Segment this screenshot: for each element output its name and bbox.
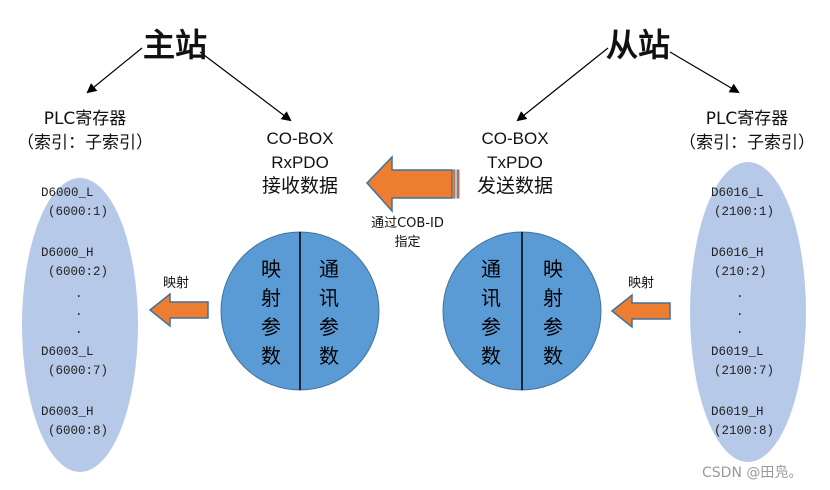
- right-mapping-label: 映射: [628, 276, 655, 291]
- slave-title: 从站: [606, 26, 671, 64]
- right-circle-left-column: 通 讯 参 数: [476, 255, 506, 371]
- right-reg-2: D6016_H: [711, 246, 764, 260]
- left-circle-char: 射: [261, 286, 281, 310]
- rx-pdo-line1: CO-BOX: [266, 129, 334, 148]
- left-circle-char: 通: [319, 257, 339, 281]
- right-circle-char: 通: [481, 257, 501, 281]
- left-plc-ellipse: [22, 178, 138, 472]
- left-circle-right-column: 通 讯 参 数: [314, 255, 344, 371]
- slave-to-txbox-line: [516, 47, 609, 122]
- right-mapping-arrow: [610, 293, 671, 329]
- left-mapping-label: 映射: [163, 276, 190, 291]
- right-param-circle: [442, 231, 602, 391]
- rx-pdo-line3: 接收数据: [261, 176, 338, 197]
- right-circle-right-column: 映 射 参 数: [538, 255, 568, 371]
- cob-id-note-line2: 指定: [394, 235, 421, 250]
- left-param-circle: [220, 231, 380, 391]
- left-reg-2: D6000_H: [41, 246, 94, 260]
- master-to-plc-line: [86, 47, 143, 94]
- right-circle-char: 射: [543, 286, 563, 310]
- right-reg-4: D6019_H: [711, 405, 764, 419]
- right-reg-dot-3: .: [736, 323, 744, 337]
- left-reg-dot-2: .: [75, 305, 83, 319]
- right-circle-char: 参: [543, 315, 563, 339]
- right-reg-4-index: (2100:8): [714, 424, 775, 438]
- right-reg-1-index: (2100:1): [714, 205, 775, 219]
- left-reg-4: D6003_H: [41, 405, 94, 419]
- right-plc-ellipse: [690, 162, 806, 462]
- tx-pdo-line2: TxPDO: [487, 153, 543, 172]
- left-circle-left-column: 映 射 参 数: [256, 255, 286, 371]
- watermark: CSDN @田凫。: [702, 465, 803, 481]
- left-reg-3: D6003_L: [41, 345, 94, 359]
- tx-pdo-block: CO-BOX TxPDO 发送数据: [460, 127, 570, 199]
- left-circle-char: 参: [319, 315, 339, 339]
- right-reg-3-index: (2100:7): [714, 364, 775, 378]
- left-circle-char: 参: [261, 315, 281, 339]
- left-reg-dot-1: .: [75, 287, 83, 301]
- left-reg-2-index: (6000:2): [48, 265, 109, 279]
- master-title: 主站: [143, 26, 208, 64]
- right-plc-title: PLC寄存器: [705, 109, 789, 129]
- left-circle-char: 数: [261, 344, 281, 368]
- right-reg-dot-1: .: [736, 287, 744, 301]
- slave-to-plc-line: [669, 51, 740, 94]
- rx-pdo-block: CO-BOX RxPDO 接收数据: [245, 127, 355, 199]
- left-plc-subtitle: （索引：子索引）: [17, 133, 153, 153]
- rx-pdo-line2: RxPDO: [271, 153, 329, 172]
- right-plc-subtitle: （索引：子索引）: [679, 133, 815, 153]
- left-reg-1-index: (6000:1): [48, 205, 109, 219]
- left-reg-4-index: (6000:8): [48, 424, 109, 438]
- left-circle-char: 映: [261, 257, 281, 281]
- cob-id-note-line1: 通过COB-ID: [371, 216, 444, 231]
- right-circle-char: 映: [543, 257, 563, 281]
- master-to-rxbox-line: [199, 51, 292, 122]
- left-reg-dot-3: .: [75, 323, 83, 337]
- right-circle-char: 参: [481, 315, 501, 339]
- left-reg-1: D6000_L: [41, 186, 94, 200]
- tx-pdo-line3: 发送数据: [476, 176, 553, 197]
- transfer-arrow: [365, 155, 460, 213]
- left-circle-char: 数: [319, 344, 339, 368]
- left-mapping-arrow: [148, 292, 209, 328]
- right-reg-dot-2: .: [736, 305, 744, 319]
- right-reg-1: D6016_L: [711, 186, 764, 200]
- right-reg-3: D6019_L: [711, 345, 764, 359]
- right-circle-char: 数: [543, 344, 563, 368]
- left-reg-3-index: (6000:7): [48, 364, 109, 378]
- left-circle-char: 讯: [319, 286, 339, 310]
- right-circle-char: 讯: [481, 286, 501, 310]
- right-circle-char: 数: [481, 344, 501, 368]
- right-reg-2-index: (210:2): [714, 265, 767, 279]
- left-plc-title: PLC寄存器: [43, 109, 127, 129]
- tx-pdo-line1: CO-BOX: [481, 129, 549, 148]
